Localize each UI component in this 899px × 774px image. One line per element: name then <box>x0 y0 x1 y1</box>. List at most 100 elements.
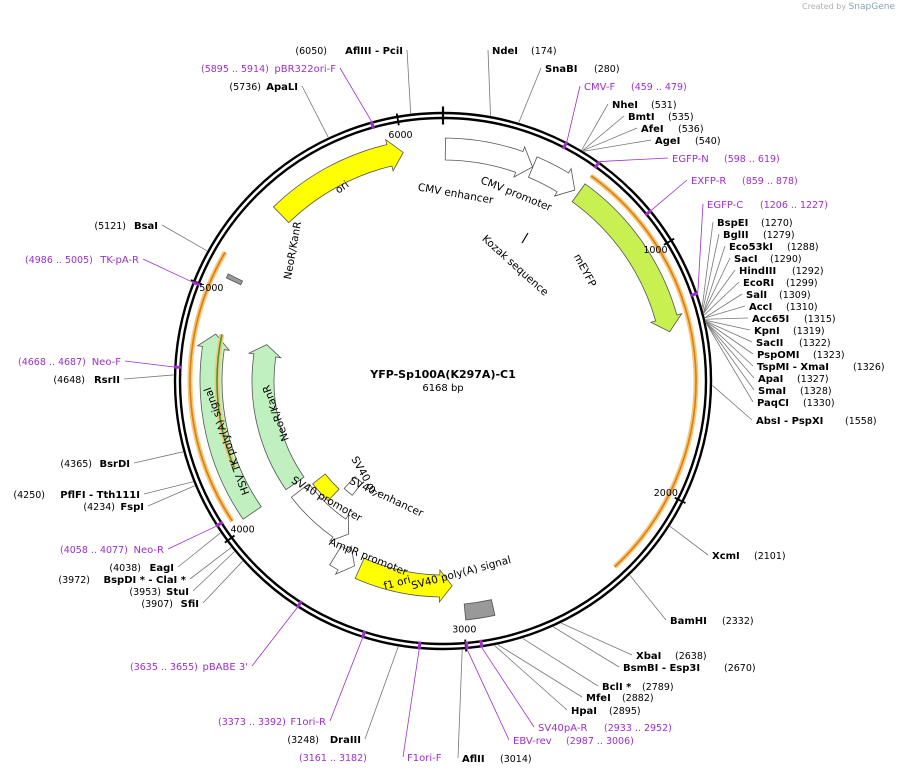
primer-pos-4: (2933 .. 2952) <box>604 723 672 734</box>
enzyme-r-label-20: SmaI <box>758 386 786 397</box>
enzyme-r-pos-10: (1292) <box>792 266 824 277</box>
enzyme-r-label-13: AccI <box>749 302 772 313</box>
enzyme-l-label-2: StuI <box>166 587 189 598</box>
enzyme-r-pos-24: (2332) <box>722 616 754 627</box>
enzyme-l-pos-3: (3972) <box>58 575 90 586</box>
primer-label-9: Neo-R <box>134 545 165 556</box>
enzyme-l-label-4: EagI <box>150 563 174 574</box>
enzyme-r-leader-4 <box>582 127 638 152</box>
enzyme-r-leader-11 <box>704 281 740 316</box>
primer-pos-1: (598 .. 619) <box>724 154 780 165</box>
enzyme-r-pos-28: (2882) <box>622 693 654 704</box>
enzyme-r-leader-29 <box>494 645 568 711</box>
enzyme-r-leader-30 <box>457 649 463 759</box>
feature-0 <box>444 137 534 178</box>
primer-site-1 <box>593 160 601 169</box>
enzyme-r-leader-23 <box>669 525 709 556</box>
enzyme-r-pos-4: (536) <box>678 124 704 135</box>
primer-label-1: EGFP-N <box>672 154 709 165</box>
orf-arc-0 <box>590 175 697 568</box>
enzyme-l-leader-11 <box>406 49 412 114</box>
primer-pos-2: (859 .. 878) <box>742 176 798 187</box>
enzyme-r-label-27: BclI * <box>602 682 632 693</box>
enzyme-r-label-5: AgeI <box>655 136 680 147</box>
enzyme-r-label-6: BspEI <box>717 218 748 229</box>
primer-label-5: EBV-rev <box>513 736 552 747</box>
enzyme-r-leader-17 <box>705 321 754 355</box>
enzyme-r-label-1: SnaBI <box>545 64 577 75</box>
feature-10 <box>247 344 305 491</box>
feature-4 <box>354 557 453 604</box>
primer-label-0: CMV-F <box>584 82 615 93</box>
enzyme-r-leader-19 <box>705 322 755 379</box>
enzyme-r-leader-16 <box>705 320 753 343</box>
primer-pos-12: (5895 .. 5914) <box>201 64 269 75</box>
enzyme-r-label-15: KpnI <box>754 326 780 337</box>
primer-leader-1 <box>599 157 669 162</box>
plasmid-name: YFP-Sp100A(K297A)-C1 <box>369 368 516 381</box>
tick-label-0: 1000 <box>643 245 667 256</box>
feature-label-3: SV40 poly(A) signal <box>410 554 512 592</box>
enzyme-r-label-8: Eco53kI <box>729 242 773 253</box>
enzyme-l-pos-0: (3248) <box>287 735 319 746</box>
enzyme-l-leader-7 <box>133 451 184 464</box>
primer-leader-8 <box>251 607 298 667</box>
feature-1 <box>527 156 576 197</box>
enzyme-l-label-11: AflIII - PciI <box>345 46 403 57</box>
enzyme-r-label-25: XbaI <box>636 651 661 662</box>
enzyme-r-label-7: BglII <box>723 230 749 241</box>
primer-pos-5: (2987 .. 3006) <box>566 736 634 747</box>
enzyme-r-leader-25 <box>561 622 633 656</box>
enzyme-r-leader-27 <box>522 638 599 687</box>
primer-pos-0: (459 .. 479) <box>631 82 687 93</box>
enzyme-r-leader-8 <box>703 245 726 313</box>
primer-label-10: Neo-F <box>92 357 122 368</box>
enzyme-r-pos-19: (1327) <box>797 374 829 385</box>
primer-site-7 <box>361 630 367 639</box>
enzyme-l-label-0: DraIII <box>330 735 361 746</box>
primer-label-8: pBABE 3' <box>202 662 248 673</box>
enzyme-r-label-2: NheI <box>612 100 638 111</box>
enzyme-r-leader-15 <box>705 319 751 331</box>
enzyme-r-leader-20 <box>705 322 755 391</box>
enzyme-r-pos-27: (2789) <box>642 682 674 693</box>
enzyme-r-label-4: AfeI <box>641 124 664 135</box>
enzyme-l-label-8: RsrII <box>94 375 120 386</box>
enzyme-r-label-16: SacII <box>756 338 783 349</box>
primer-site-12 <box>369 120 375 130</box>
primer-leader-5 <box>466 649 510 741</box>
enzyme-r-leader-14 <box>705 317 749 320</box>
primer-pos-3: (1206 .. 1227) <box>760 200 828 211</box>
orf-arc-2 <box>216 334 235 468</box>
enzyme-r-leader-28 <box>497 644 583 698</box>
enzyme-r-leader-1 <box>518 67 542 123</box>
enzyme-l-label-1: SfiI <box>181 599 199 610</box>
tick-mark-3 <box>224 534 236 544</box>
enzyme-l-pos-8: (4648) <box>53 375 85 386</box>
enzyme-r-label-0: NdeI <box>492 46 518 57</box>
enzyme-r-pos-16: (1322) <box>799 338 831 349</box>
enzyme-r-label-24: BamHI <box>670 616 707 627</box>
enzyme-r-label-17: PspOMI <box>757 350 799 361</box>
primer-pos-8: (3635 .. 3655) <box>130 662 198 673</box>
enzyme-l-leader-0 <box>364 646 399 740</box>
primer-pos-9: (4058 .. 4077) <box>60 545 128 556</box>
feature-5 <box>329 545 355 576</box>
primer-leader-0 <box>566 85 581 142</box>
feature-7 <box>312 473 340 502</box>
primer-label-6: F1ori-F <box>407 753 442 764</box>
enzyme-r-pos-0: (174) <box>531 46 557 57</box>
enzyme-r-label-23: XcmI <box>712 551 740 562</box>
enzyme-r-pos-2: (531) <box>651 100 677 111</box>
brand-name: SnapGene <box>848 2 895 12</box>
enzyme-r-label-18: TspMI - XmaI <box>757 362 829 373</box>
enzyme-r-label-12: SalI <box>746 290 767 301</box>
primer-leader-3 <box>697 203 704 294</box>
enzyme-r-leader-18 <box>705 321 754 367</box>
primer-pos-11: (4986 .. 5005) <box>25 255 93 266</box>
enzyme-r-leader-7 <box>702 233 720 310</box>
primer-site-5 <box>464 641 469 650</box>
enzyme-r-pos-30: (3014) <box>500 754 532 765</box>
enzyme-r-label-10: HindIII <box>739 266 776 277</box>
